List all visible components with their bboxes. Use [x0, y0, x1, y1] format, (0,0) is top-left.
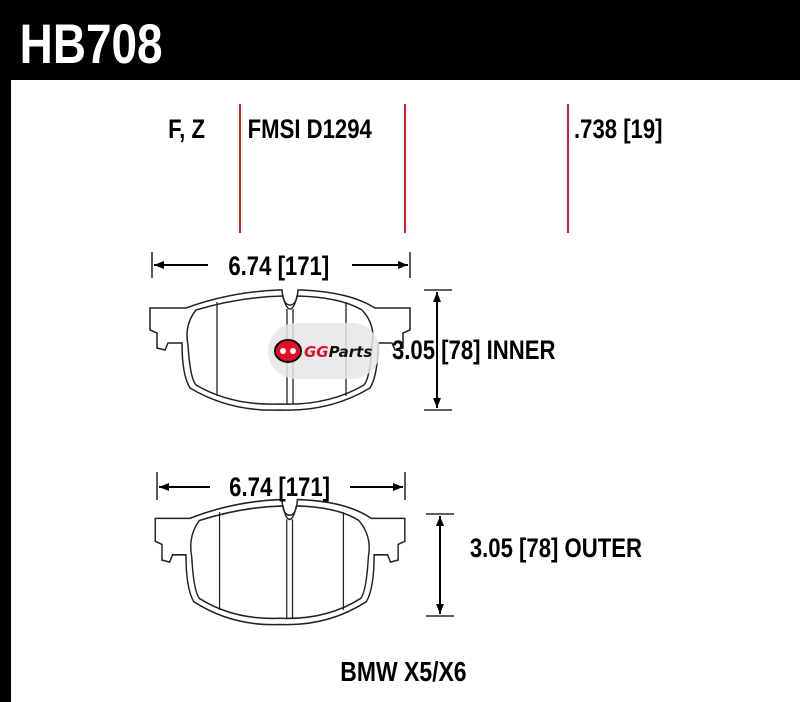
header-bar: [0, 0, 800, 80]
inner-height-label: 3.05 [78] INNER: [392, 336, 556, 366]
ggparts-logo-icon: [274, 339, 302, 363]
application-label: BMW X5/X6: [340, 657, 466, 688]
inner-width-label: 6.74 [171]: [228, 252, 329, 282]
outer-height-label: 3.05 [78] OUTER: [470, 534, 642, 564]
fmsi-label: FMSI D1294: [248, 115, 372, 145]
ggparts-watermark: GGParts: [268, 323, 380, 379]
part-number: HB708: [20, 13, 163, 75]
thickness-label: .738 [19]: [574, 115, 663, 145]
compound-label: F, Z: [168, 115, 205, 145]
watermark-text: GGParts: [304, 343, 372, 361]
left-border: [0, 0, 11, 702]
outer-width-label: 6.74 [171]: [229, 473, 330, 503]
outer-pad-drawing: [154, 498, 406, 626]
